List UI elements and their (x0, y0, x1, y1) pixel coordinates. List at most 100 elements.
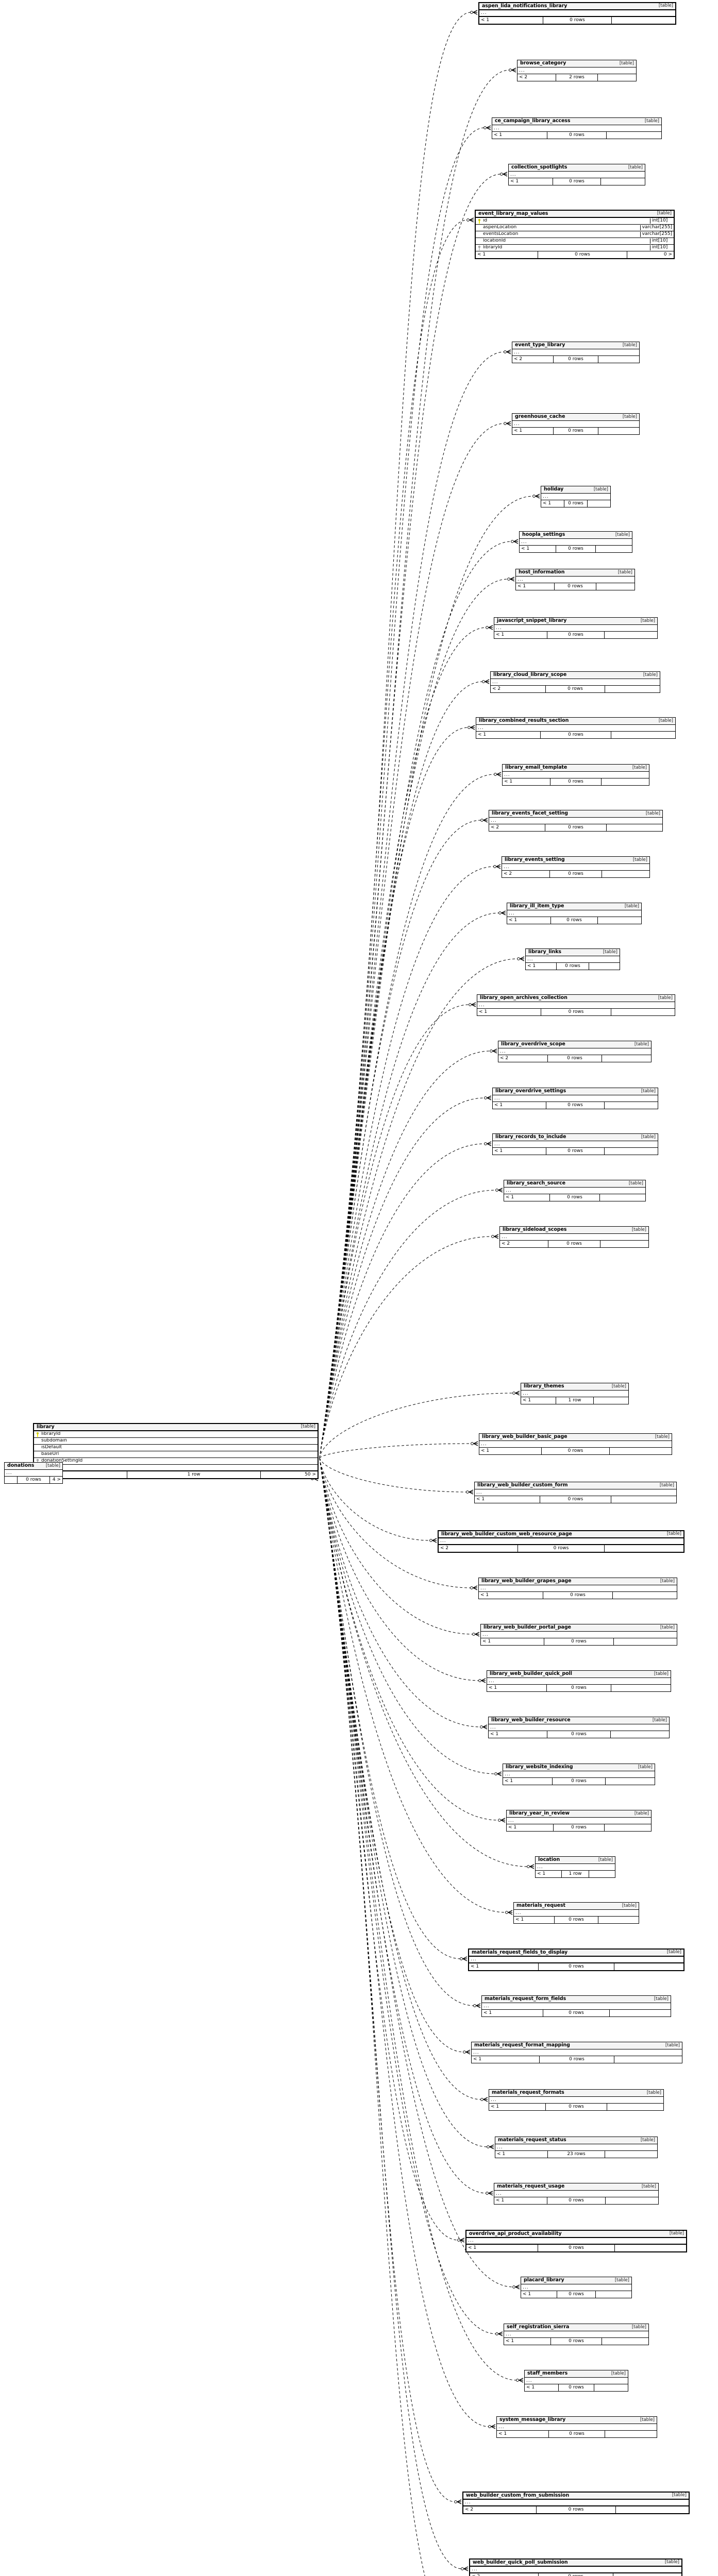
table-row[interactable]: libraryId int[10] (476, 245, 674, 251)
parent-count: < 1 (481, 17, 490, 23)
table-node-materials-request-fields-to-display[interactable]: materials_request_fields_to_display[tabl… (468, 1948, 684, 1971)
child-count (602, 2338, 648, 2345)
more-columns-indicator: ... (494, 625, 657, 632)
row-count: 0 rows (538, 251, 627, 258)
table-node-library-web-builder-resource[interactable]: library_web_builder_resource[table]...< … (488, 1717, 670, 1738)
table-row[interactable]: isDefault (34, 1445, 318, 1451)
child-count (607, 824, 662, 831)
table-node-web-builder-custom-from-submission[interactable]: web_builder_custom_from_submission[table… (462, 2492, 690, 2514)
parent-count: < 2 (502, 1241, 510, 1246)
table-header: event_library_map_values [table] (476, 211, 674, 218)
table-header: library_records_to_include[table] (493, 1134, 658, 1141)
table-header: library_events_setting[table] (502, 857, 649, 864)
table-row[interactable]: locationId int[10] (476, 238, 674, 245)
table-row[interactable]: baseUrl (34, 1451, 318, 1458)
table-node-donations[interactable]: donations [table] ... 0 rows 4 > (4, 1462, 63, 1484)
table-node-library-open-archives-collection[interactable]: library_open_archives_collection[table].… (477, 994, 675, 1016)
table-title: library_year_in_review (509, 1810, 570, 1817)
table-row[interactable]: donationSettingId (34, 1458, 318, 1465)
table-header: materials_request[table] (514, 1903, 639, 1910)
table-node-library-combined-results-section[interactable]: library_combined_results_section[table].… (476, 717, 676, 739)
table-header: staff_members[table] (525, 2370, 628, 2378)
table-node-materials-request-form-fields[interactable]: materials_request_form_fields[table]...<… (481, 1995, 671, 2017)
table-title: library_overdrive_settings (495, 1088, 566, 1094)
table-node-library-events-facet-setting[interactable]: library_events_facet_setting[table]...< … (489, 810, 663, 832)
column-name-cell: eventsLocation (476, 232, 640, 238)
parent-count: < 1 (509, 917, 517, 923)
more-columns-indicator: ... (526, 956, 620, 963)
table-node-library-cloud-library-scope[interactable]: library_cloud_library_scope[table]...< 2… (490, 671, 660, 693)
table-header: library [table] (34, 1424, 318, 1431)
table-node-web-builder-quick-poll-submission[interactable]: web_builder_quick_poll_submission[table]… (469, 2558, 682, 2576)
child-count (600, 1194, 645, 1201)
table-row[interactable]: eventsLocation varchar[255] (476, 231, 674, 238)
table-row[interactable]: libraryId (34, 1431, 318, 1438)
table-type-tag: [table] (624, 903, 639, 909)
table-node-library-web-builder-grapes-page[interactable]: library_web_builder_grapes_page[table]..… (478, 1578, 677, 1599)
more-columns-indicator: ... (516, 577, 634, 583)
row-count: 0 rows (546, 1685, 611, 1691)
table-title: aspen_lida_notifications_library (482, 3, 567, 9)
key-slot-empty-icon (36, 1445, 40, 1451)
key-slot-empty-icon (477, 239, 482, 244)
table-node-library-web-builder-custom-form[interactable]: library_web_builder_custom_form[table]..… (474, 1482, 677, 1503)
table-title: system_message_library (499, 2417, 566, 2423)
table-title: materials_request (516, 1903, 565, 1909)
table-title: browse_category (520, 60, 566, 66)
table-title: library_combined_results_section (479, 718, 569, 724)
table-node-aspen-lida-notifications-library[interactable]: aspen_lida_notifications_library[table].… (478, 2, 676, 25)
more-columns-indicator: ... (475, 1489, 676, 1496)
table-title: donations (7, 1463, 35, 1469)
table-row[interactable]: subdomain (34, 1438, 318, 1445)
more-columns-indicator: ... (498, 1048, 651, 1055)
table-node-materials-request-format-mapping[interactable]: materials_request_format_mapping[table].… (471, 2042, 682, 2063)
table-node-event-library-map-values[interactable]: event_library_map_values [table] id int[… (475, 210, 675, 259)
child-count (602, 1055, 651, 1062)
column-type: int[10] (650, 218, 674, 224)
table-node-library-web-builder-quick-poll[interactable]: library_web_builder_quick_poll[table]...… (487, 1670, 671, 1692)
row-count: 0 rows (547, 632, 605, 638)
table-node-library-web-builder-custom-web-resource-page[interactable]: library_web_builder_custom_web_resource_… (438, 1530, 684, 1553)
table-node-library-web-builder-portal-page[interactable]: library_web_builder_portal_page[table]..… (480, 1624, 677, 1646)
table-node-library[interactable]: library [table] libraryId subdomain isDe… (33, 1423, 319, 1479)
child-count (611, 1685, 671, 1691)
table-node-library-web-builder-basic-page[interactable]: library_web_builder_basic_page[table]...… (479, 1433, 672, 1455)
table-row[interactable]: id int[10] (476, 218, 674, 225)
table-row[interactable]: aspenLocation varchar[255] (476, 225, 674, 231)
table-title: library_web_builder_custom_web_resource_… (441, 1531, 572, 1537)
table-node-overdrive-api-product-availability[interactable]: overdrive_api_product_availability[table… (465, 2230, 687, 2252)
